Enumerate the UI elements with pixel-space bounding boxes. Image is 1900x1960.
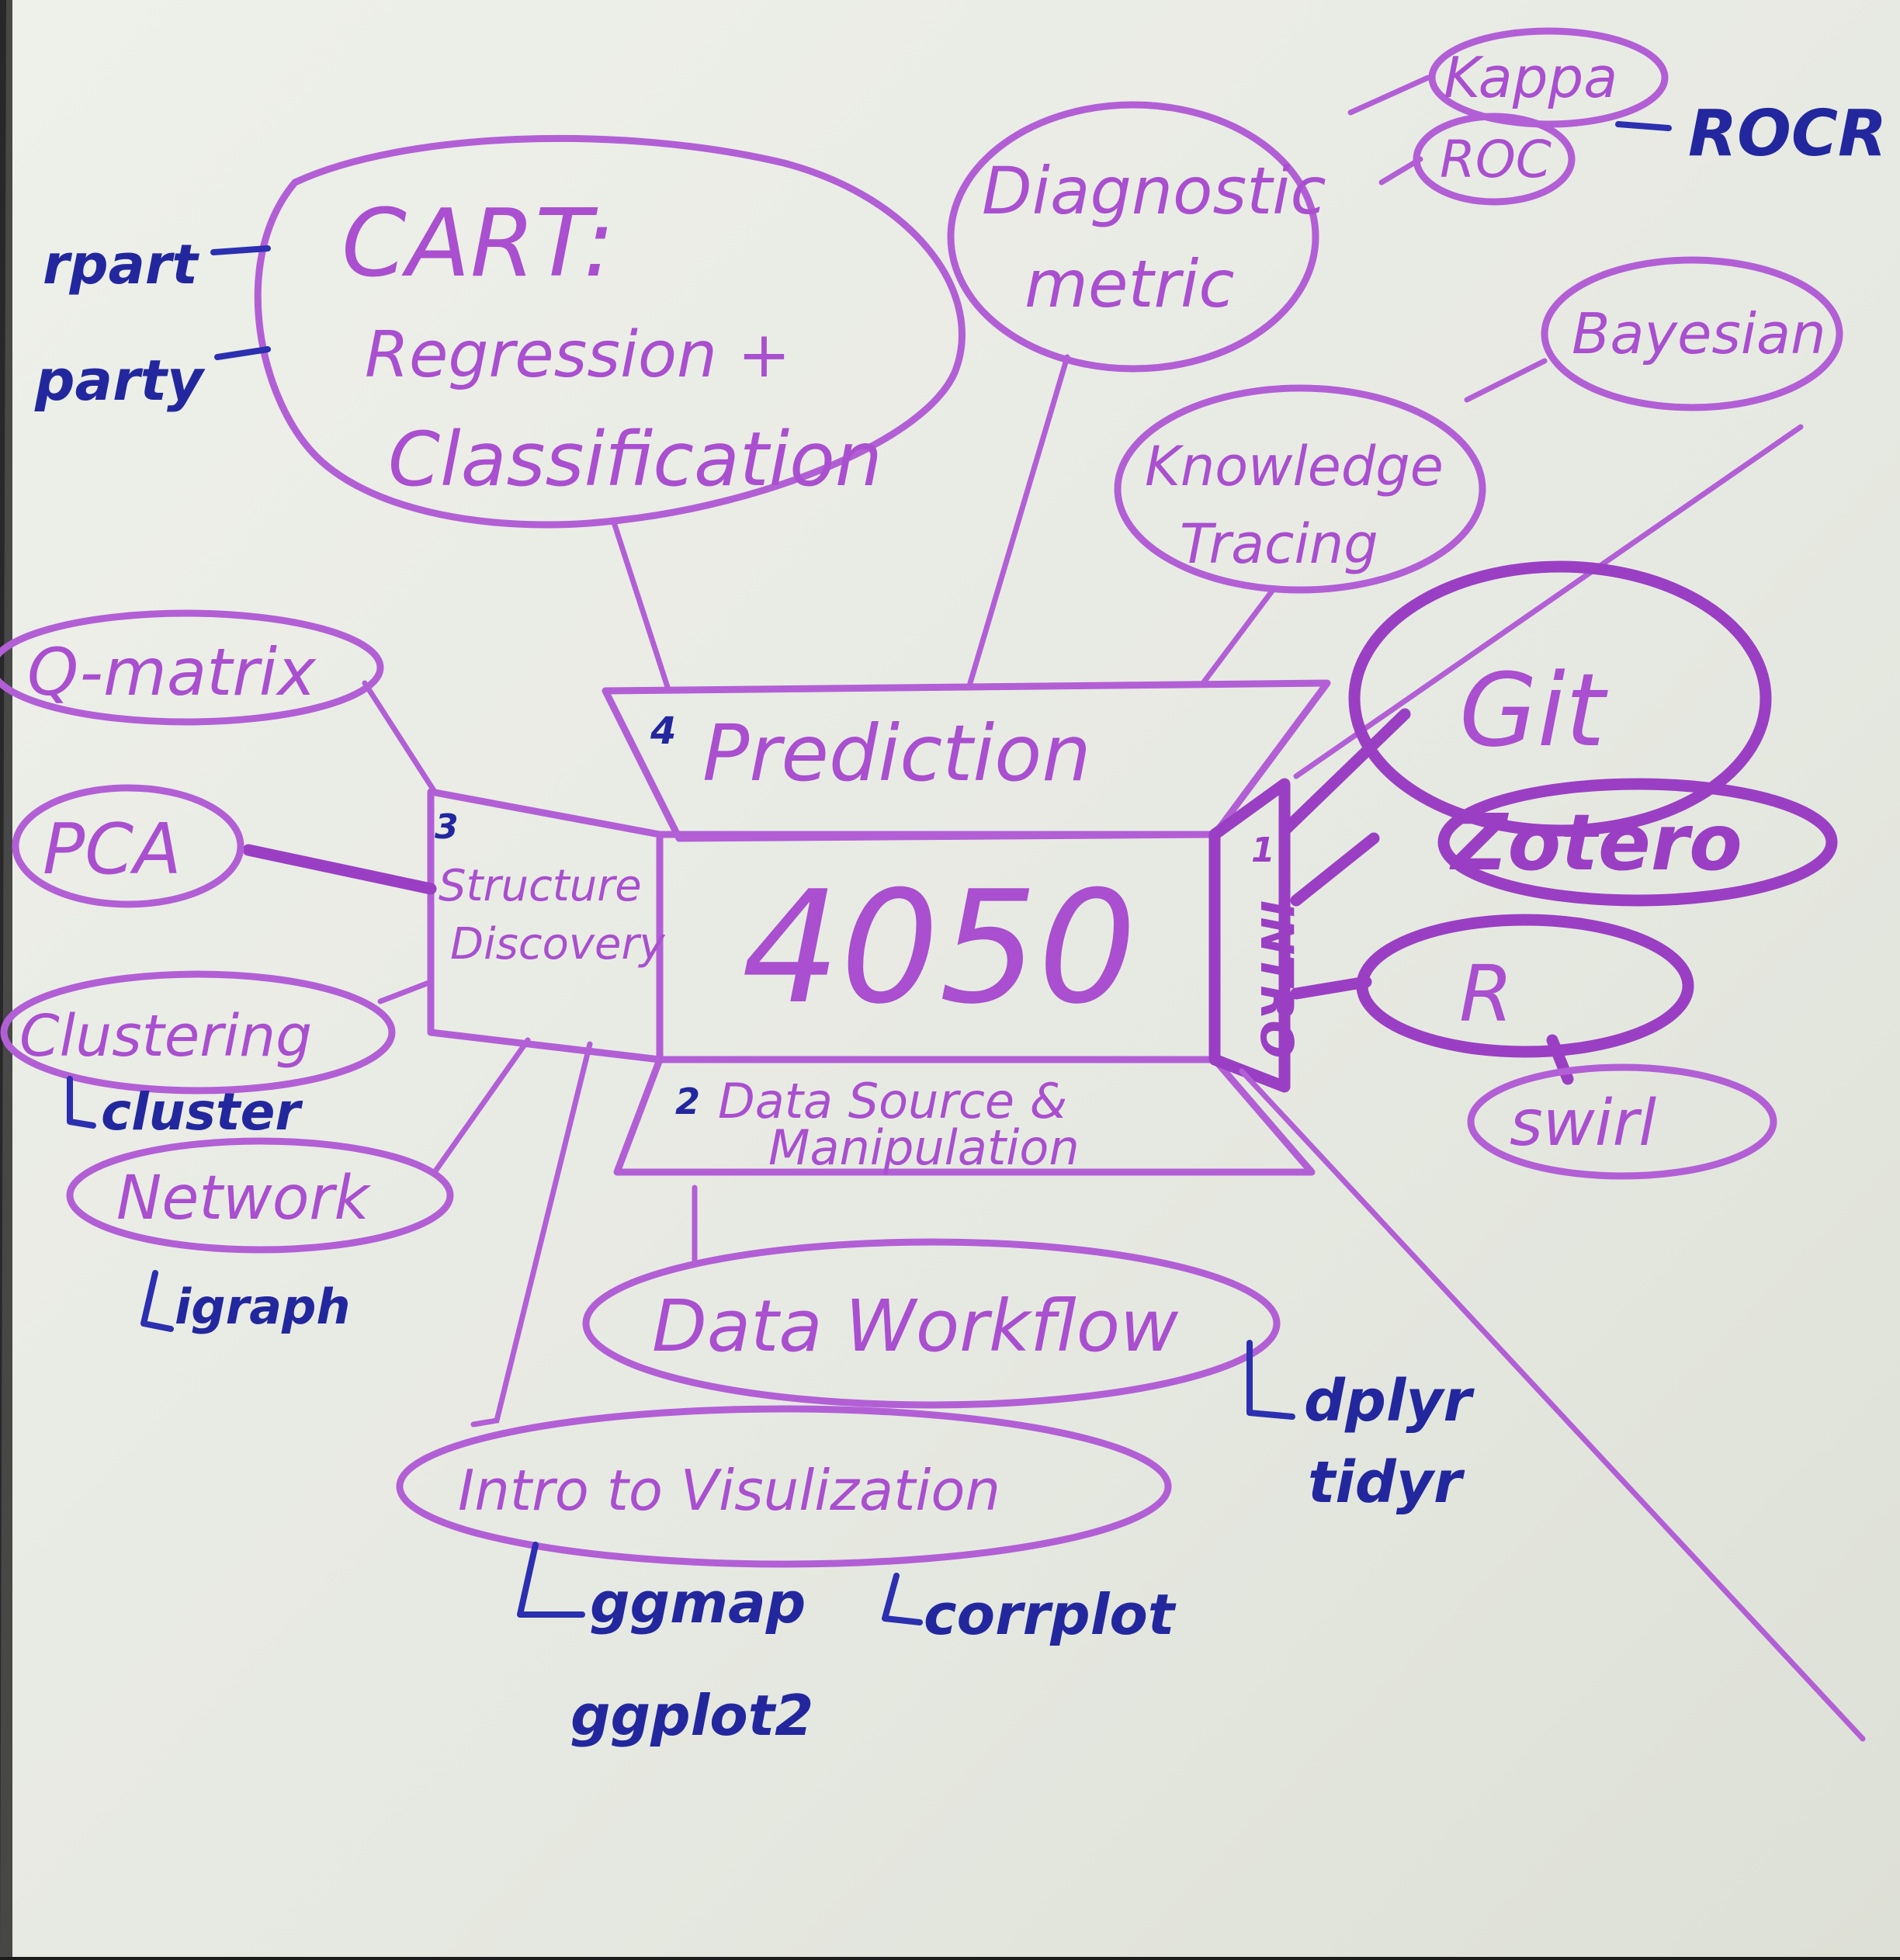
connector-qmatrix <box>362 680 438 795</box>
party-line <box>214 346 271 360</box>
corrplot-bracket <box>882 1573 923 1625</box>
kappa-label: Kappa <box>1444 45 1617 110</box>
cluster-label: cluster <box>101 1082 303 1142</box>
corrplot-label: corrplot <box>924 1582 1177 1647</box>
roc-label: ROC <box>1440 130 1552 189</box>
connector-cart <box>610 517 671 690</box>
data-source-num: 2 <box>675 1081 700 1122</box>
party-label: party <box>34 348 206 413</box>
connector-clustering <box>377 979 434 1004</box>
rpart-line <box>210 245 271 255</box>
connector-diagnostic <box>967 354 1070 686</box>
pca-label: PCA <box>43 809 182 890</box>
intro-num: 1 <box>1251 831 1275 870</box>
tidyr-label: tidyr <box>1308 1449 1465 1516</box>
cart-bubble <box>254 134 966 529</box>
center-number: 4050 <box>742 858 1137 1039</box>
rocr-label: ROCR <box>1688 97 1887 171</box>
igraph-label: igraph <box>175 1278 351 1335</box>
dplyr-label: dplyr <box>1304 1368 1475 1434</box>
connector-pca <box>242 844 437 895</box>
diagnostic-line2: metric <box>1025 246 1235 322</box>
knowledge-line2: Tracing <box>1180 512 1378 576</box>
bayesian-label: Bayesian <box>1572 301 1826 366</box>
intro-label: INTRO <box>1250 900 1303 1059</box>
network-label: Network <box>116 1164 372 1233</box>
data-source-line2: Manipulation <box>768 1119 1080 1176</box>
qmatrix-label: Q-matrix <box>27 634 317 710</box>
structure-num: 3 <box>435 807 459 847</box>
intro-vis-bubble <box>396 1405 1172 1568</box>
r-label: R <box>1459 949 1513 1039</box>
ggmap-ggplot2-bracket <box>517 1542 585 1618</box>
intro-vis-label: Intro to Visulization <box>458 1458 1000 1523</box>
zotero-bubble <box>1437 778 1838 907</box>
qmatrix-bubble <box>0 609 384 726</box>
kappa-bubble <box>1428 27 1669 128</box>
ggplot2-label: ggplot2 <box>570 1683 813 1748</box>
diagonal-line-top <box>1293 424 1804 779</box>
intro-trapezoid <box>1208 778 1291 1093</box>
cart-line1: CART: <box>342 190 615 298</box>
knowledge-bubble <box>1114 384 1486 594</box>
prediction-num: 4 <box>650 709 676 753</box>
connector-git <box>1278 708 1411 837</box>
swirl-bubble <box>1467 1063 1777 1180</box>
data-source-trapezoid <box>613 1056 1316 1176</box>
data-source-line1: Data Source & <box>718 1073 1067 1129</box>
zotero-label: Zotero <box>1449 797 1742 888</box>
roc-bubble <box>1413 113 1576 206</box>
cart-line3: Classification <box>388 416 882 503</box>
structure-line2: Discovery <box>450 919 666 970</box>
dplyr-tidyr-bracket <box>1246 1340 1295 1420</box>
connector-knowledge <box>1200 587 1276 686</box>
connector-r <box>1290 976 1372 1000</box>
git-label: Git <box>1459 651 1608 769</box>
igraph-bracket <box>140 1270 174 1332</box>
connector-kappa <box>1347 75 1431 116</box>
data-workflow-label: Data Workflow <box>652 1285 1179 1368</box>
connector-bayesian <box>1464 358 1548 403</box>
structure-line1: Structure <box>439 861 642 911</box>
rocr-line <box>1615 121 1672 131</box>
clustering-bubble <box>0 970 396 1094</box>
diagonal-line <box>1239 1068 1866 1742</box>
ggmap-label: ggmap <box>590 1570 806 1636</box>
swirl-label: swirl <box>1510 1087 1656 1160</box>
rpart-label: rpart <box>43 233 199 297</box>
network-bubble <box>66 1137 454 1254</box>
connector-network <box>432 1037 531 1175</box>
left-dark-edge <box>0 0 12 1957</box>
git-bubble <box>1348 560 1772 837</box>
bayesian-bubble <box>1541 256 1843 411</box>
knowledge-line1: Knowledge <box>1145 435 1444 498</box>
r-bubble <box>1356 914 1694 1058</box>
pca-bubble <box>12 784 244 908</box>
data-workflow-bubble <box>582 1238 1281 1409</box>
connector-zotero <box>1290 832 1380 907</box>
cart-line2: Regression + <box>365 318 791 392</box>
cluster-bracket <box>67 1076 96 1129</box>
connector-intro-vis <box>470 1041 593 1428</box>
diagnostic-line1: Diagnostic <box>982 153 1326 229</box>
clustering-label: Clustering <box>19 1003 312 1070</box>
diagnostic-bubble <box>947 101 1319 373</box>
prediction-label: Prediction <box>702 708 1091 799</box>
